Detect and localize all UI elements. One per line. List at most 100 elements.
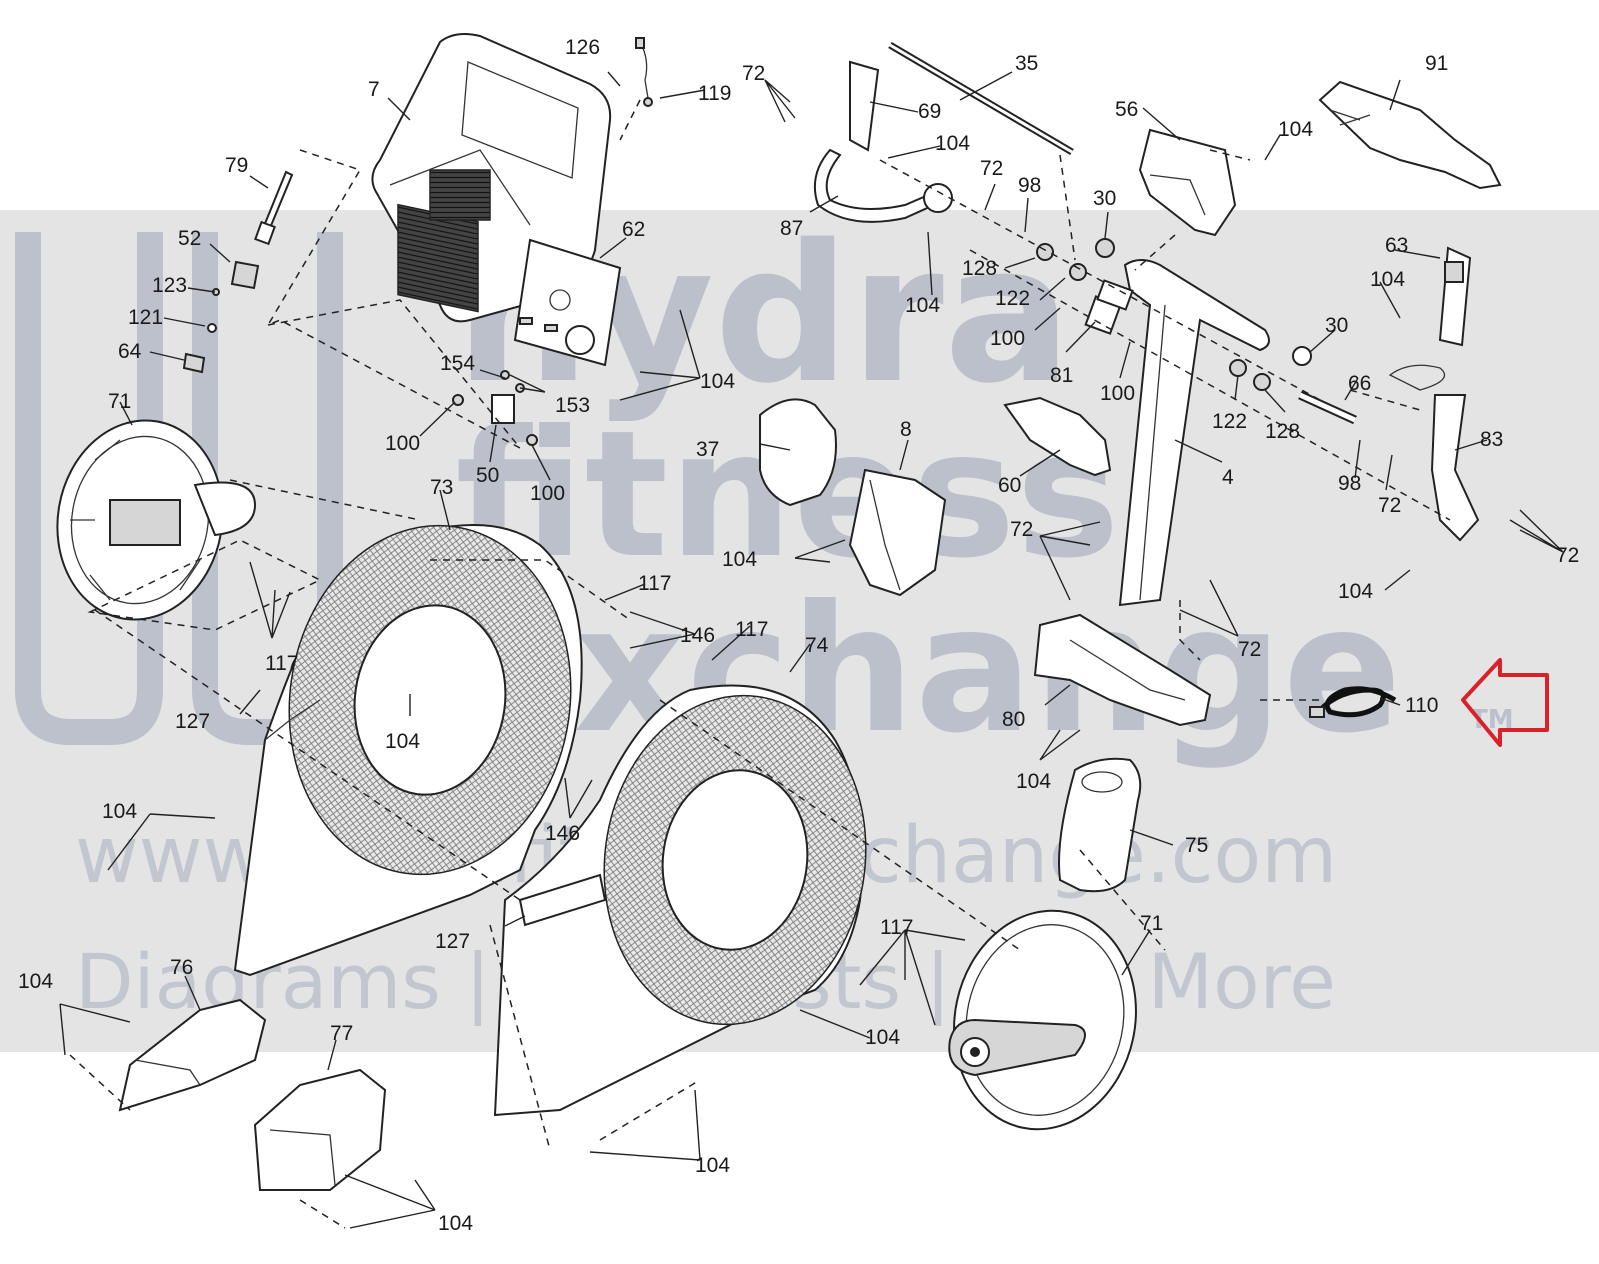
callout-110: 110 [1405, 694, 1438, 717]
callout-75: 75 [1185, 834, 1208, 857]
callout-81: 81 [1050, 364, 1073, 387]
highlight-arrow [1461, 658, 1549, 747]
callout-117-b: 117 [735, 618, 768, 641]
part-post-sleeve [1058, 757, 1142, 893]
callout-104-e: 104 [438, 1212, 473, 1235]
part-rear-cover-77 [253, 1068, 387, 1191]
callout-104-a: 104 [700, 370, 735, 393]
callout-127-b: 127 [435, 930, 470, 953]
callout-98-a: 98 [1018, 174, 1041, 197]
part-right-handle [1388, 246, 1480, 542]
callout-79: 79 [225, 154, 248, 177]
callout-154: 154 [440, 352, 475, 375]
callout-52: 52 [178, 227, 201, 250]
callout-104-i: 104 [905, 294, 940, 317]
callout-104-g: 104 [865, 1026, 900, 1049]
callout-72-e: 72 [1010, 518, 1033, 541]
callout-76: 76 [170, 956, 193, 979]
callout-100-d: 100 [1100, 382, 1135, 405]
callout-117-c: 117 [265, 652, 298, 675]
callout-4: 4 [1222, 466, 1234, 489]
callout-71-a: 71 [108, 390, 131, 413]
callout-30-b: 30 [1325, 314, 1348, 337]
callout-labels: 126 119 7 79 52 123 121 64 62 104 154 15… [18, 36, 1579, 1235]
callout-104-m: 104 [1338, 580, 1373, 603]
callout-146-a: 146 [680, 624, 715, 647]
callout-100-a: 100 [385, 432, 420, 455]
callout-73: 73 [430, 476, 453, 499]
callout-7: 7 [368, 78, 380, 101]
part-sensor-assembly [182, 170, 294, 374]
callout-77: 77 [330, 1022, 353, 1045]
callout-119: 119 [698, 82, 731, 105]
callout-128-b: 128 [1265, 420, 1300, 443]
callout-104-c: 104 [102, 800, 137, 823]
callout-123: 123 [152, 274, 187, 297]
part-base-bracket [1033, 613, 1212, 727]
callout-72-b: 72 [980, 157, 1003, 180]
callout-62: 62 [622, 218, 645, 241]
callout-104-j: 104 [1278, 118, 1313, 141]
part-upright-cover [1138, 128, 1237, 237]
callout-80: 80 [1002, 708, 1025, 731]
part-left-flywheel-cover [56, 419, 257, 621]
part-left-shroud [233, 524, 583, 977]
callout-87: 87 [780, 217, 803, 240]
callout-104-f: 104 [695, 1154, 730, 1177]
part-bearings [1036, 238, 1312, 391]
callout-83: 83 [1480, 428, 1503, 451]
callout-98-b: 98 [1338, 472, 1361, 495]
callout-64: 64 [118, 340, 142, 363]
callout-122-b: 122 [1212, 410, 1247, 433]
callout-37: 37 [696, 438, 719, 461]
callout-72-d: 72 [1556, 544, 1579, 567]
part-console-connector [452, 370, 538, 446]
callout-35: 35 [1015, 52, 1038, 75]
callout-50: 50 [476, 464, 499, 487]
callout-128-a: 128 [962, 257, 997, 280]
callout-71-b: 71 [1140, 912, 1163, 935]
callout-104-k: 104 [722, 548, 757, 571]
callout-72-a: 72 [742, 62, 765, 85]
part-wire-harness [635, 37, 653, 107]
callout-74: 74 [805, 634, 829, 657]
callout-153: 153 [555, 394, 590, 417]
part-handlebar [814, 60, 953, 223]
callout-100-b: 100 [530, 482, 565, 505]
callout-104-h: 104 [935, 132, 970, 155]
callout-30-a: 30 [1093, 187, 1116, 210]
part-top-cap [1318, 80, 1502, 190]
callout-72-c: 72 [1378, 494, 1401, 517]
callout-117-a: 117 [638, 572, 671, 595]
callout-60: 60 [998, 474, 1021, 497]
callout-66: 66 [1348, 372, 1371, 395]
part-console-bracket [513, 238, 622, 367]
callout-69: 69 [918, 100, 941, 123]
callout-56: 56 [1115, 98, 1138, 121]
callout-104-b: 104 [385, 730, 420, 753]
callout-100-c: 100 [990, 327, 1025, 350]
callout-117-d: 117 [880, 916, 913, 939]
callout-8: 8 [900, 418, 912, 441]
callout-104-l: 104 [1370, 268, 1405, 291]
part-cover-8 [848, 468, 947, 597]
part-right-flywheel-cover [948, 909, 1137, 1131]
callout-72-f: 72 [1238, 638, 1261, 661]
part-cover-37 [759, 398, 837, 507]
callout-121: 121 [128, 306, 163, 329]
callout-104-d: 104 [18, 970, 53, 993]
part-upright [1118, 259, 1270, 607]
part-right-shroud [493, 684, 867, 1117]
watermark-line-3: exchange [455, 569, 1402, 772]
leader-lines [59, 71, 1564, 1229]
part-power-cord [1309, 686, 1397, 718]
callout-122-a: 122 [995, 287, 1030, 310]
callout-91: 91 [1425, 52, 1448, 75]
part-rear-cover-76 [118, 998, 267, 1112]
callout-126: 126 [565, 36, 600, 59]
callout-63: 63 [1385, 234, 1408, 257]
callout-127-a: 127 [175, 710, 210, 733]
callout-146-b: 146 [545, 822, 580, 845]
part-cover-60 [1003, 396, 1112, 477]
